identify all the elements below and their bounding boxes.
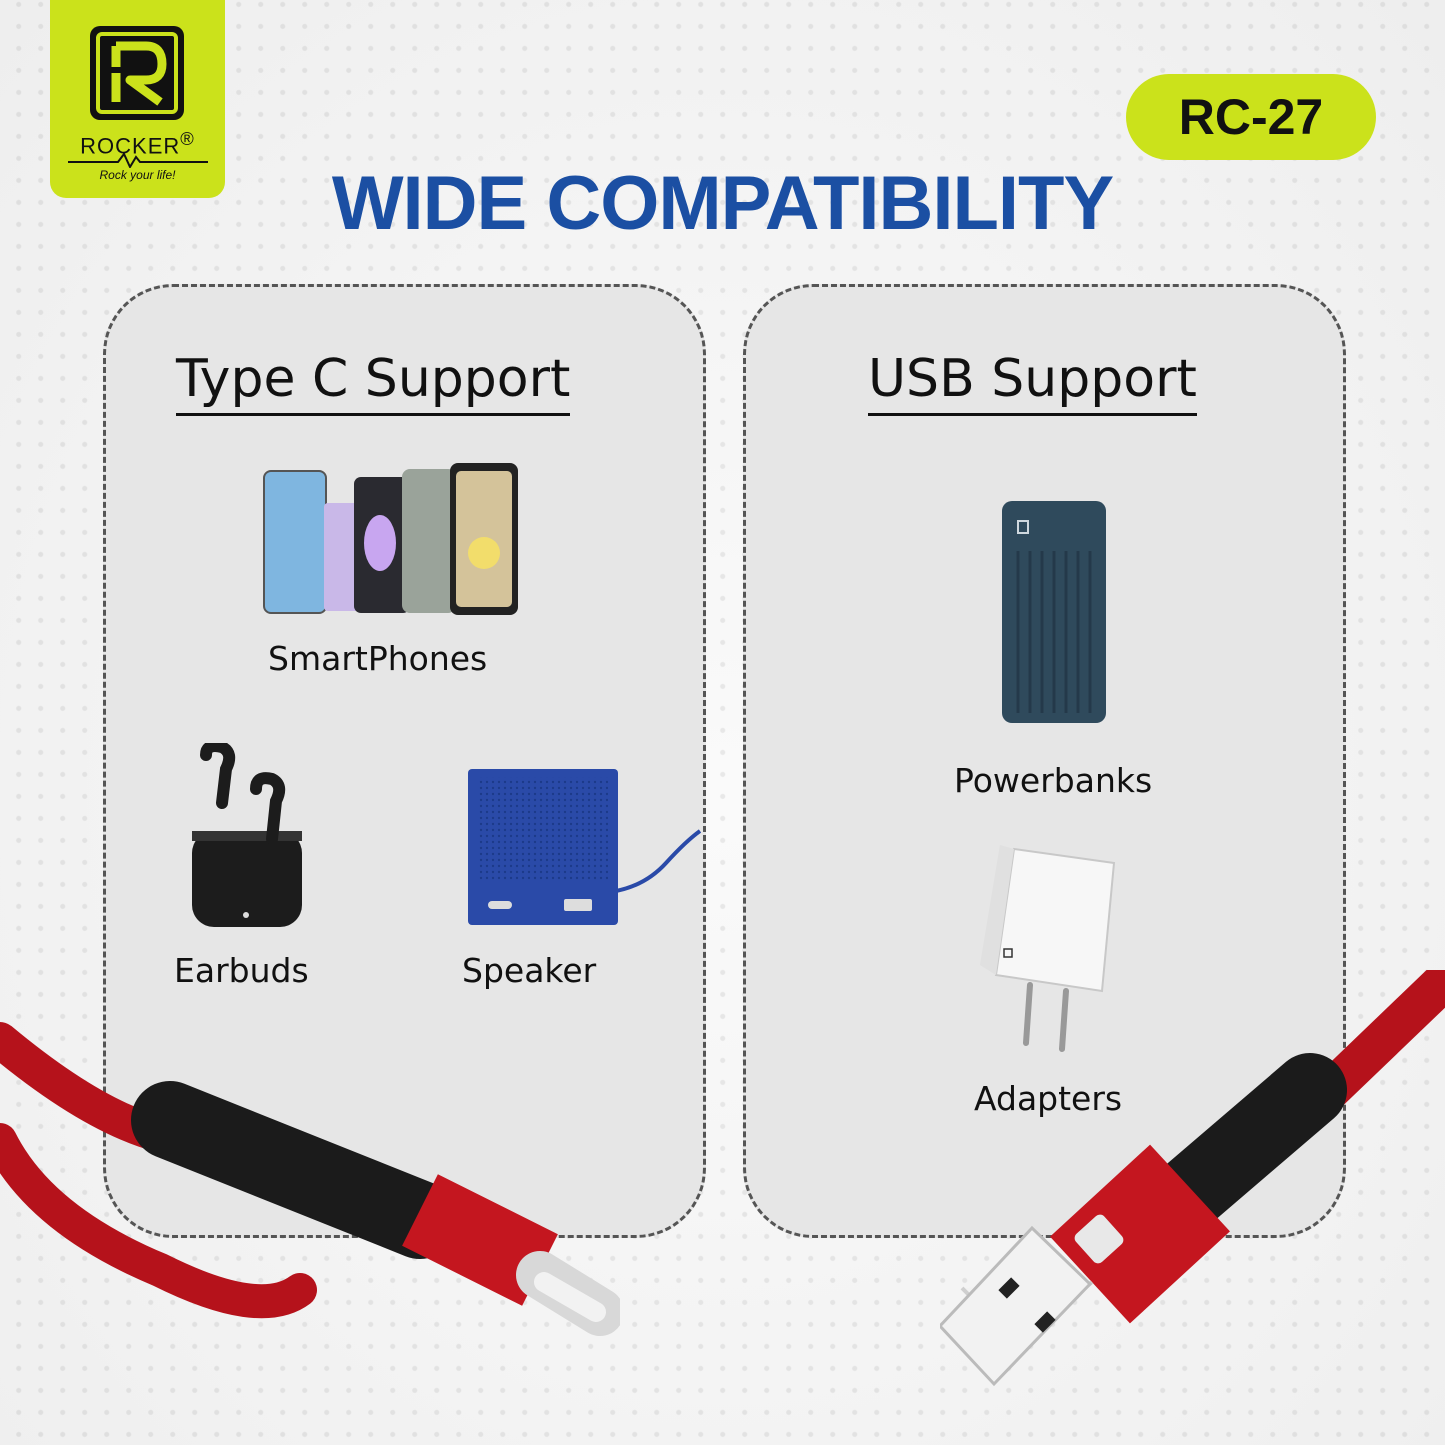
speaker-label: Speaker xyxy=(462,951,597,990)
rocker-logo-icon xyxy=(90,26,184,120)
pulse-line-icon xyxy=(68,152,208,168)
usb-support-panel: USB Support Powerbanks Adapters xyxy=(743,284,1346,1238)
earbuds-label: Earbuds xyxy=(174,951,309,990)
smartphones-label: SmartPhones xyxy=(268,639,488,678)
powerbank-icon xyxy=(1002,501,1106,723)
adapter-icon xyxy=(980,845,1116,1052)
model-badge: RC-27 xyxy=(1126,74,1376,160)
speaker-icon xyxy=(468,769,702,925)
type-c-support-panel: Type C Support SmartPhones Earbuds Speak… xyxy=(103,284,706,1238)
panel-title: USB Support xyxy=(868,349,1197,416)
smartphones-icon xyxy=(263,463,518,615)
panel-title: Type C Support xyxy=(176,349,571,416)
brand-name: ROCKER® xyxy=(80,128,195,159)
brand-logo: ROCKER® Rock your life! xyxy=(50,0,225,198)
type-c-cable-icon xyxy=(0,1022,620,1336)
brand-tagline: Rock your life! xyxy=(99,168,176,182)
adapters-label: Adapters xyxy=(974,1079,1123,1118)
page-title: WIDE COMPATIBILITY xyxy=(331,161,1114,246)
earbuds-icon xyxy=(192,743,302,927)
usb-a-cable-icon xyxy=(940,970,1445,1387)
powerbanks-label: Powerbanks xyxy=(954,761,1153,800)
registered-mark: ® xyxy=(180,128,195,149)
